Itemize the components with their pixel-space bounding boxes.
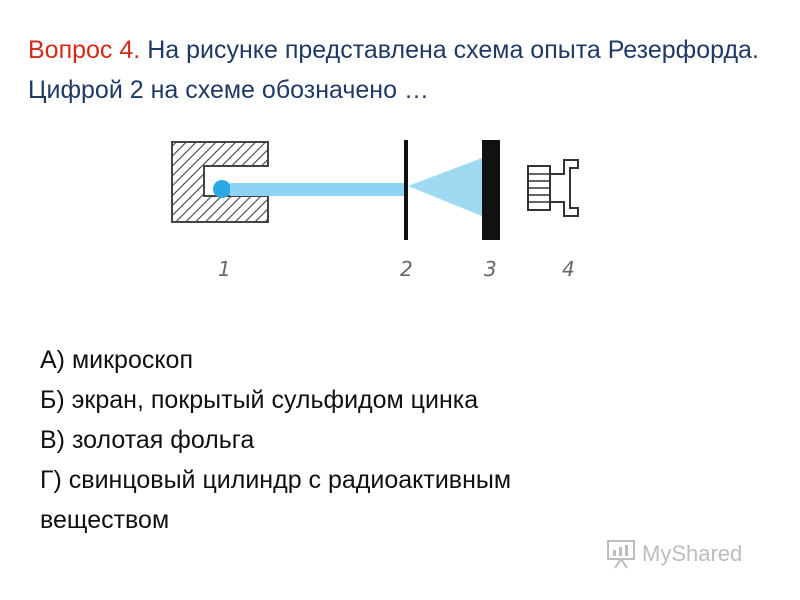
microscope — [527, 159, 579, 217]
rutherford-experiment-diagram: 1 2 3 4 — [171, 140, 579, 281]
alpha-beam — [230, 183, 406, 196]
label-1: 1 — [218, 257, 231, 281]
question-number: Вопрос 4. — [28, 36, 141, 64]
label-3: 3 — [484, 257, 497, 281]
lead-cylinder — [171, 141, 269, 223]
watermark: MyShared — [606, 536, 771, 572]
answer-g: Г) свинцовый цилиндр с радиоактивным — [40, 466, 512, 494]
question-text: Вопрос 4. На рисунке представлена схема … — [28, 30, 778, 110]
watermark-text: MyShared — [642, 541, 743, 566]
answer-options: А) микроскоп Б) экран, покрытый сульфидо… — [40, 340, 760, 540]
answer-b: Б) экран, покрытый сульфидом цинка — [40, 386, 479, 414]
gold-foil — [404, 140, 408, 240]
answer-a: А) микроскоп — [40, 346, 194, 374]
question-body: На рисунке представлена схема опыта Резе… — [28, 36, 759, 104]
scattered-particles-fan — [408, 158, 482, 216]
zinc-sulfide-screen — [482, 140, 500, 240]
label-2: 2 — [400, 257, 413, 281]
presentation-board-icon — [607, 540, 635, 569]
radioactive-source-dot — [213, 180, 231, 198]
label-4: 4 — [562, 257, 575, 281]
answer-v: В) золотая фольга — [40, 426, 255, 454]
answer-g-continued: веществом — [40, 506, 170, 534]
